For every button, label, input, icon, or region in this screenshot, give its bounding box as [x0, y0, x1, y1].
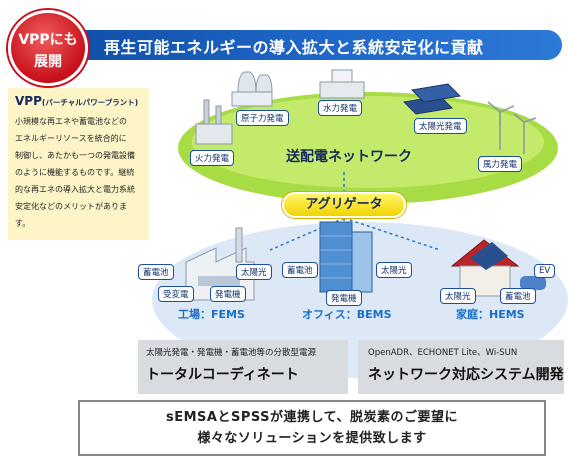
- plant-label-hydro: 水力発電: [318, 100, 363, 116]
- info-title-sub: (バーチャルパワープラント): [41, 98, 139, 107]
- info-body: 小規模な再エネや蓄電池などの エネルギーリソースを統合的に 制御し、あたかも一つ…: [15, 113, 142, 232]
- network-dev-title: ネットワーク対応システム開発: [368, 367, 564, 383]
- factory-tag-solar: 太陽光: [236, 264, 272, 280]
- thermal-plant-icon: [195, 99, 233, 145]
- hydro-plant-icon: [319, 69, 365, 99]
- vpp-info-box: VPP(バーチャルパワープラント) 小規模な再エネや蓄電池などの エネルギーリソ…: [8, 88, 149, 240]
- aggregator-pill: アグリゲータ: [282, 192, 406, 218]
- office-tag-battery: 蓄電池: [282, 262, 318, 278]
- info-line: のように機能するものです。継続: [15, 168, 135, 177]
- home-tag-battery: 蓄電池: [500, 288, 536, 304]
- home-tag-solar: 太陽光: [440, 288, 476, 304]
- factory-tag-battery: 蓄電池: [138, 264, 174, 280]
- solar-plant-icon: [402, 83, 462, 115]
- info-line: 安定化などのメリットがあります。: [15, 202, 127, 228]
- badge-line1: VPPにも: [18, 32, 78, 48]
- vpp-badge: VPPにも 展開: [8, 10, 88, 86]
- message-line1: sEMSAとSPSSが連携して、脱炭素のご要望に: [166, 410, 458, 425]
- info-line: 的な再エネの導入拡大と電力系統: [15, 185, 135, 194]
- factory-tag-substation: 受変電: [158, 286, 194, 302]
- office-tag-solar: 太陽光: [376, 262, 412, 278]
- info-line: 小規模な再エネや蓄電池などの: [15, 117, 127, 126]
- plant-label-wind: 風力発電: [478, 156, 523, 172]
- office-caption: オフィス：BEMS: [302, 308, 392, 321]
- factory-tag-generator: 発電機: [210, 286, 246, 302]
- solution-message-box: sEMSAとSPSSが連携して、脱炭素のご要望に 様々なソリューションを提供致し…: [78, 400, 546, 456]
- info-line: 制御し、あたかも一つの発電設備: [15, 151, 135, 160]
- nuclear-plant-icon: [231, 71, 273, 107]
- coordination-subtitle: 太陽光発電・発電機・蓄電池等の分散型電源: [146, 348, 317, 358]
- office-building-icon: [319, 221, 373, 293]
- network-dev-subtitle: OpenADR、ECHONET Lite、Wi-SUN: [368, 348, 518, 358]
- header-title: 再生可能エネルギーの導入拡大と系統安定化に貢献: [104, 38, 484, 57]
- home-tag-ev: EV: [534, 264, 556, 278]
- header-bar: [26, 30, 562, 60]
- plant-label-thermal: 火力発電: [190, 150, 235, 166]
- info-title-main: VPP: [15, 94, 42, 108]
- office-tag-generator: 発電機: [326, 290, 362, 306]
- home-caption: 家庭：HEMS: [456, 308, 525, 321]
- plant-label-nuclear: 原子力発電: [236, 110, 289, 126]
- coordination-title: トータルコーディネート: [146, 367, 299, 383]
- wind-turbine-icon: [487, 101, 537, 154]
- factory-caption: 工場：FEMS: [178, 308, 245, 321]
- info-line: エネルギーリソースを統合的に: [15, 134, 127, 143]
- info-title: VPP(バーチャルパワープラント): [15, 94, 142, 108]
- grid-network-label: 送配電ネットワーク: [286, 149, 412, 165]
- badge-line2: 展開: [34, 54, 62, 70]
- coordination-box: 太陽光発電・発電機・蓄電池等の分散型電源 トータルコーディネート: [138, 340, 348, 394]
- network-dev-box: OpenADR、ECHONET Lite、Wi-SUN ネットワーク対応システム…: [358, 340, 564, 394]
- plant-label-solar: 太陽光発電: [414, 118, 467, 134]
- message-line2: 様々なソリューションを提供致します: [197, 431, 427, 446]
